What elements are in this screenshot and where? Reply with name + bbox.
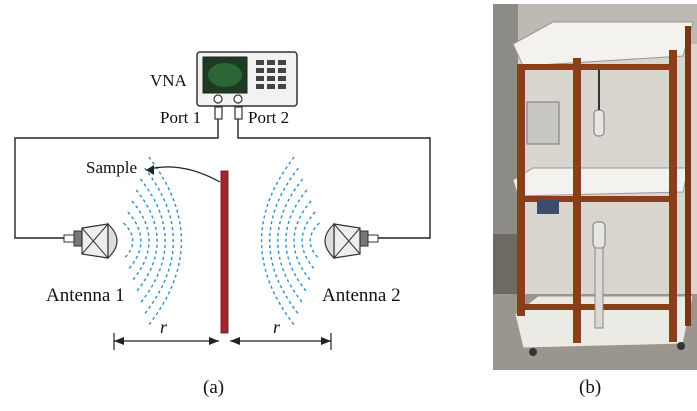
port-1-connector: [213, 94, 223, 104]
wavefront-arc: [269, 167, 299, 315]
panel-b-caption: (b): [579, 377, 602, 398]
wavefront-arc: [285, 189, 308, 293]
wavefronts-left: [123, 156, 182, 326]
wavefront-arc: [301, 211, 316, 271]
wavefronts-right: [261, 156, 320, 326]
vna-instrument: [196, 51, 298, 107]
wavefront-arc: [293, 200, 312, 282]
antenna-2: [324, 222, 379, 260]
sample-slab: [220, 170, 229, 334]
wavefront-arc: [277, 178, 304, 304]
wavefront-arc: [144, 167, 174, 315]
distance-marker-right: [230, 333, 332, 350]
distance-marker-left: [113, 333, 219, 350]
wavefront-arc: [148, 156, 182, 326]
wavefront-arc: [131, 200, 150, 282]
wavefront-arc: [123, 222, 134, 260]
cable-port-2: [237, 119, 431, 239]
wavefront-arc: [139, 178, 166, 304]
antenna-2-label: Antenna 2: [322, 285, 401, 306]
wavefront-arc: [127, 211, 142, 271]
wavefront-arc: [261, 156, 295, 326]
wavefront-arc: [309, 222, 320, 260]
antenna-1: [63, 222, 118, 260]
vna-label: VNA: [150, 71, 188, 90]
distance-r-left: r: [160, 317, 168, 337]
port-2-connector: [233, 94, 243, 104]
wavefront-arc: [135, 189, 158, 293]
antenna-1-label: Antenna 1: [46, 285, 125, 306]
cable-port-1: [14, 119, 219, 239]
measurement-frame-photo: [493, 4, 697, 370]
vna-keypad: [256, 60, 286, 89]
port-1-label: Port 1: [160, 108, 201, 127]
port-2-label: Port 2: [248, 108, 289, 127]
sample-label: Sample: [86, 158, 137, 177]
panel-a-caption: (a): [203, 377, 225, 398]
distance-r-right: r: [273, 317, 281, 337]
